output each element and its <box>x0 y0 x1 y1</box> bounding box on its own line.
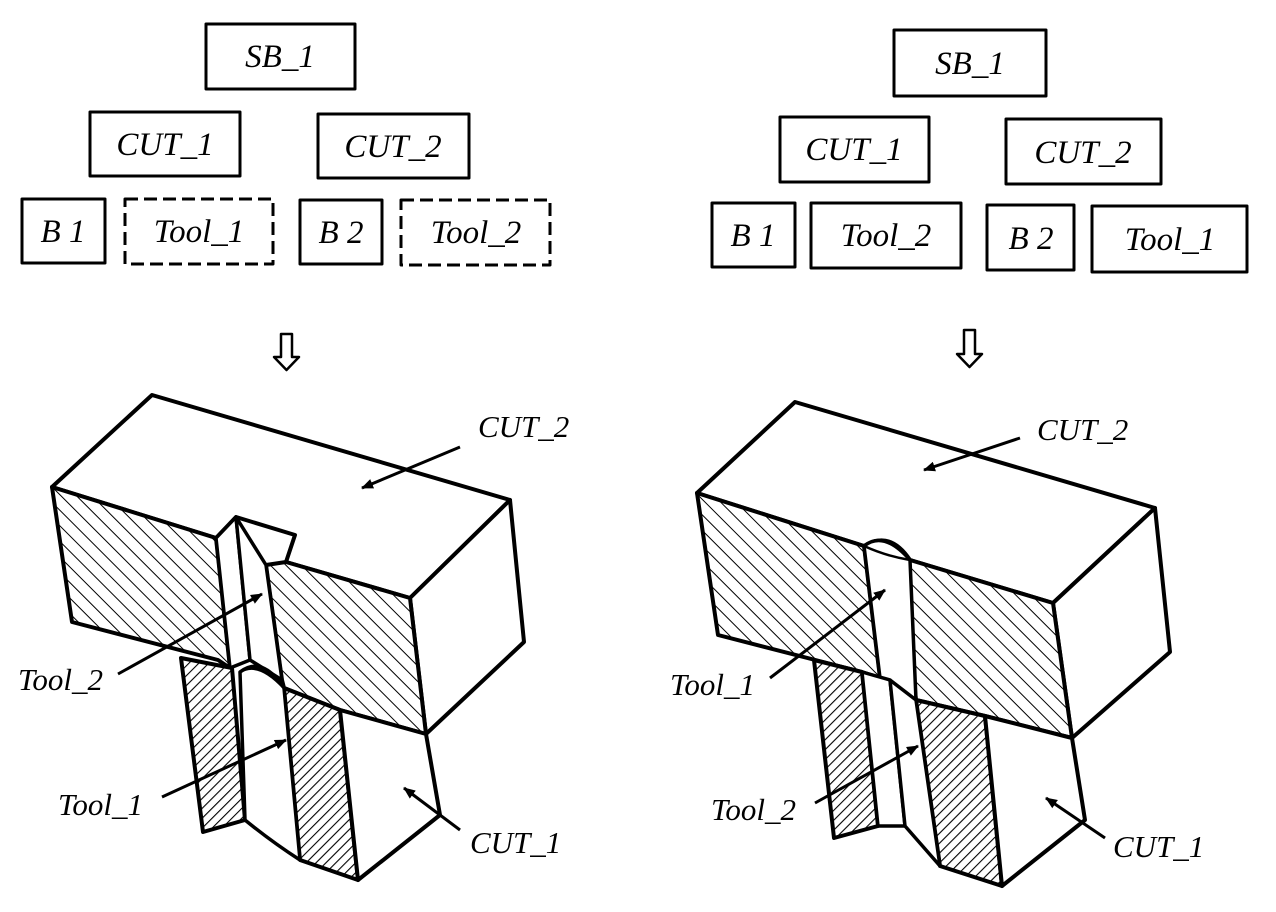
left-leaf-tool1-label: Tool_1 <box>154 214 245 250</box>
left-callouts: CUT_2 Tool_2 Tool_1 CUT_1 <box>18 409 569 860</box>
left-callout-upper-tool: Tool_2 <box>18 662 103 697</box>
right-leaf-tool2: Tool_2 <box>809 201 963 270</box>
left-leaf-b1-label: B 1 <box>41 214 86 250</box>
right-panel: SB_1 CUT_1 CUT_2 B 1 Tool_2 B 2 <box>670 28 1249 888</box>
down-arrow-icon <box>272 332 301 372</box>
right-cut2-node: CUT_2 <box>1004 117 1163 186</box>
right-leaf-b2: B 2 <box>985 203 1076 272</box>
left-root-node: SB_1 <box>204 22 357 91</box>
right-callout-lower-tool: Tool_2 <box>711 792 796 827</box>
right-leaf-b2-label: B 2 <box>1009 221 1054 257</box>
left-leaf-b1: B 1 <box>20 197 107 265</box>
right-root-node: SB_1 <box>892 28 1048 98</box>
right-root-label: SB_1 <box>935 46 1005 82</box>
left-leaf-tool2: Tool_2 <box>399 198 552 267</box>
left-callout-lower-tool: Tool_1 <box>58 787 143 822</box>
right-callout-upper-tool: Tool_1 <box>670 667 755 702</box>
left-root-label: SB_1 <box>245 39 315 75</box>
right-callout-top-cut: CUT_2 <box>1037 412 1128 447</box>
left-cut2-label: CUT_2 <box>344 129 441 165</box>
right-leaf-b1-label: B 1 <box>731 218 776 254</box>
right-cut1-label: CUT_1 <box>805 132 902 168</box>
left-callout-bottom-cut: CUT_1 <box>470 825 561 860</box>
left-callout-top-cut: CUT_2 <box>478 409 569 444</box>
right-callout-bottom-cut: CUT_1 <box>1113 829 1204 864</box>
left-cut1-label: CUT_1 <box>116 127 213 163</box>
left-leaf-tool2-label: Tool_2 <box>431 215 522 251</box>
right-leaf-tool1: Tool_1 <box>1090 204 1249 274</box>
right-cut1-node: CUT_1 <box>778 115 931 184</box>
left-leaf-b2-label: B 2 <box>319 215 364 251</box>
right-callouts: CUT_2 Tool_1 Tool_2 CUT_1 <box>670 412 1204 864</box>
right-tree: SB_1 CUT_1 CUT_2 B 1 Tool_2 B 2 <box>710 28 1249 274</box>
right-leaf-tool2-label: Tool_2 <box>841 218 932 254</box>
left-tree: SB_1 CUT_1 CUT_2 B 1 Tool_1 B 2 <box>20 22 552 267</box>
right-cut2-label: CUT_2 <box>1034 135 1131 171</box>
down-arrow-icon <box>955 328 984 369</box>
left-panel: SB_1 CUT_1 CUT_2 B 1 Tool_1 B 2 <box>18 22 569 882</box>
left-leaf-b2: B 2 <box>298 198 384 266</box>
left-leaf-tool1: Tool_1 <box>123 197 275 266</box>
right-leaf-b1: B 1 <box>710 201 797 269</box>
left-cut2-node: CUT_2 <box>316 112 471 180</box>
left-cut1-node: CUT_1 <box>88 110 242 178</box>
left-part-drawing <box>50 393 526 882</box>
right-leaf-tool1-label: Tool_1 <box>1125 222 1216 258</box>
right-part-drawing <box>695 400 1172 888</box>
